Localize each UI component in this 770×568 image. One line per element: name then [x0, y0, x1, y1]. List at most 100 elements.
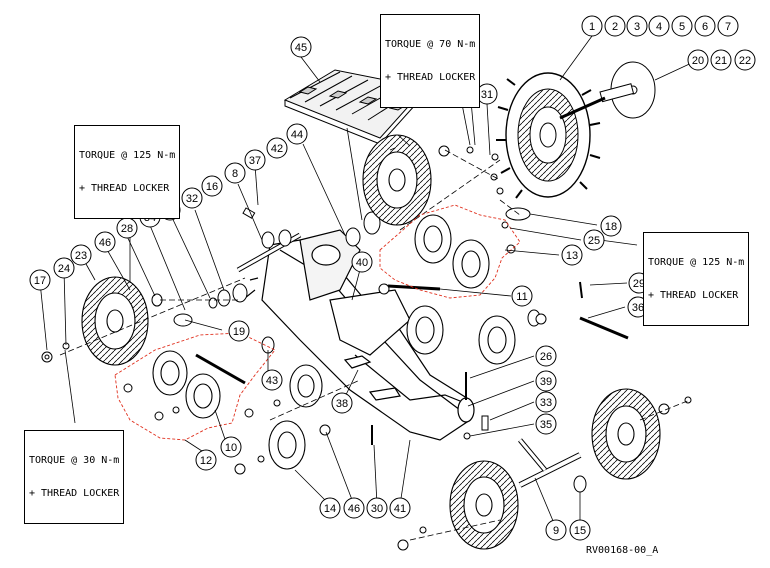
balloon-circle [694, 15, 716, 37]
group-outlines [114, 204, 521, 441]
part-number-balloon: 45 [290, 36, 312, 58]
part-number-balloon: 46 [94, 231, 116, 253]
balloon-circle [351, 251, 373, 273]
balloon-circle [734, 49, 756, 71]
part-number-label: 26 [540, 351, 552, 363]
part-number-label: 19 [233, 326, 245, 338]
part-number-balloon: 23 [70, 244, 92, 266]
part-number-label: 36 [632, 302, 644, 314]
part-number-balloon: 5 [671, 15, 693, 37]
part-number-label: 41 [394, 503, 406, 515]
part-number-label: 42 [271, 143, 283, 155]
balloon-circle [535, 413, 557, 435]
part-number-balloon: 28 [116, 217, 138, 239]
part-number-label: 35 [540, 419, 552, 431]
balloon-circle [511, 285, 533, 307]
thread-locker-line: + THREAD LOCKER [648, 290, 739, 301]
part-number-balloon: 41 [389, 497, 411, 519]
part-number-label: 38 [336, 398, 348, 410]
torque-callout-line: TORQUE @ 70 N-m [385, 39, 476, 50]
part-number-label: 25 [588, 235, 600, 247]
part-number-balloon: 4 [648, 15, 670, 37]
part-number-balloon: 30 [366, 497, 388, 519]
part-number-label: 13 [566, 250, 578, 262]
part-number-balloon: 3 [626, 15, 648, 37]
part-number-balloon: 35 [535, 413, 557, 435]
part-number-balloon: 7 [717, 15, 739, 37]
part-number-balloon: 10 [220, 436, 242, 458]
part-number-label: 29 [633, 278, 645, 290]
balloon-circle [561, 244, 583, 266]
part-number-label: 44 [291, 129, 303, 141]
part-number-balloon: 32 [181, 187, 203, 209]
balloon-circle [569, 519, 591, 541]
part-number-label: 3 [634, 21, 640, 33]
balloon-circle [266, 137, 288, 159]
balloon-circle [535, 345, 557, 367]
balloon-circle [343, 497, 365, 519]
part-number-balloon: 17 [29, 269, 51, 291]
balloon-circle [261, 369, 283, 391]
part-number-label: 20 [692, 55, 704, 67]
part-number-label: 1 [589, 21, 595, 33]
drawing-id: RV00168-00_A [586, 545, 659, 556]
part-number-label: 30 [371, 503, 383, 515]
thread-locker-line: + THREAD LOCKER [385, 72, 476, 83]
part-number-balloon: 13 [561, 244, 583, 266]
balloon-circle [710, 49, 732, 71]
part-number-balloon: 26 [535, 345, 557, 367]
part-number-label: 2 [612, 21, 618, 33]
part-number-label: 24 [58, 263, 70, 275]
balloon-circle [604, 15, 626, 37]
balloon-circle [648, 15, 670, 37]
balloon-circle [583, 229, 605, 251]
part-number-balloon: 38 [331, 392, 353, 414]
part-number-balloon: 21 [710, 49, 732, 71]
part-number-label: 46 [348, 503, 360, 515]
part-number-label: 32 [186, 193, 198, 205]
part-number-balloon: 39 [535, 370, 557, 392]
balloon-circle [717, 15, 739, 37]
balloon-circle [53, 257, 75, 279]
part-number-label: 23 [75, 250, 87, 262]
balloon-circle [626, 15, 648, 37]
part-number-label: 16 [206, 181, 218, 193]
frame-rail-drawing [244, 229, 475, 441]
torque-callout-30: TORQUE @ 30 N-m + THREAD LOCKER [24, 430, 125, 524]
part-number-balloon: 42 [266, 137, 288, 159]
part-number-label: 22 [739, 55, 751, 67]
balloon-circle [535, 370, 557, 392]
part-number-label: 21 [715, 55, 727, 67]
part-number-balloon: 31 [476, 83, 498, 105]
balloon-circle [545, 519, 567, 541]
part-number-label: 17 [34, 275, 46, 287]
part-number-label: 33 [540, 397, 552, 409]
part-number-balloon: 16 [201, 175, 223, 197]
torque-callout-line: TORQUE @ 125 N-m [648, 257, 745, 268]
torque-callout-line: TORQUE @ 125 N-m [79, 150, 176, 161]
part-number-label: 18 [605, 221, 617, 233]
balloon-circle [366, 497, 388, 519]
balloon-circle [290, 36, 312, 58]
part-number-label: 11 [516, 291, 527, 303]
balloon-circle [70, 244, 92, 266]
axle-9-drawing [195, 281, 629, 488]
part-number-balloon: 33 [535, 391, 557, 413]
part-number-balloon: 1 [581, 15, 603, 37]
part-number-label: 10 [225, 442, 237, 454]
part-number-label: 40 [356, 257, 368, 269]
part-number-label: 9 [553, 525, 559, 537]
balloon-circle [535, 391, 557, 413]
part-number-balloon: 44 [286, 123, 308, 145]
balloon-circle [228, 320, 250, 342]
part-number-label: 6 [702, 21, 708, 33]
part-number-label: 12 [200, 455, 212, 467]
torque-callout-125-right: TORQUE @ 125 N-m + THREAD LOCKER [643, 232, 750, 326]
part-number-balloon: 11 [511, 285, 533, 307]
part-number-balloon: 9 [545, 519, 567, 541]
balloon-circle [195, 449, 217, 471]
balloon-circle [29, 269, 51, 291]
part-number-balloon: 24 [53, 257, 75, 279]
part-number-balloon: 19 [228, 320, 250, 342]
